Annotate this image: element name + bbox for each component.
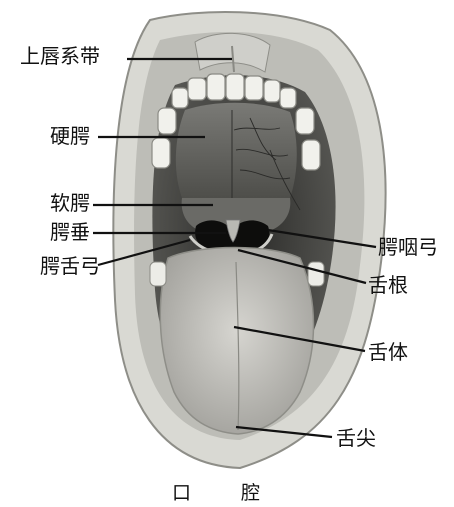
label-tongue-tip: 舌尖 — [336, 428, 376, 448]
label-tongue-root: 舌根 — [368, 275, 408, 295]
label-upper-lip-frenulum: 上唇系带 — [20, 46, 100, 66]
label-palatoglossal-arch: 腭舌弓 — [40, 256, 100, 276]
label-hard-palate: 硬腭 — [50, 126, 90, 146]
figure-caption: 口 腔 — [0, 478, 454, 505]
label-uvula: 腭垂 — [50, 222, 90, 242]
label-soft-palate: 软腭 — [50, 193, 90, 213]
label-palatopharyngeal-arch: 腭咽弓 — [378, 237, 438, 257]
label-tongue-body: 舌体 — [368, 342, 408, 362]
